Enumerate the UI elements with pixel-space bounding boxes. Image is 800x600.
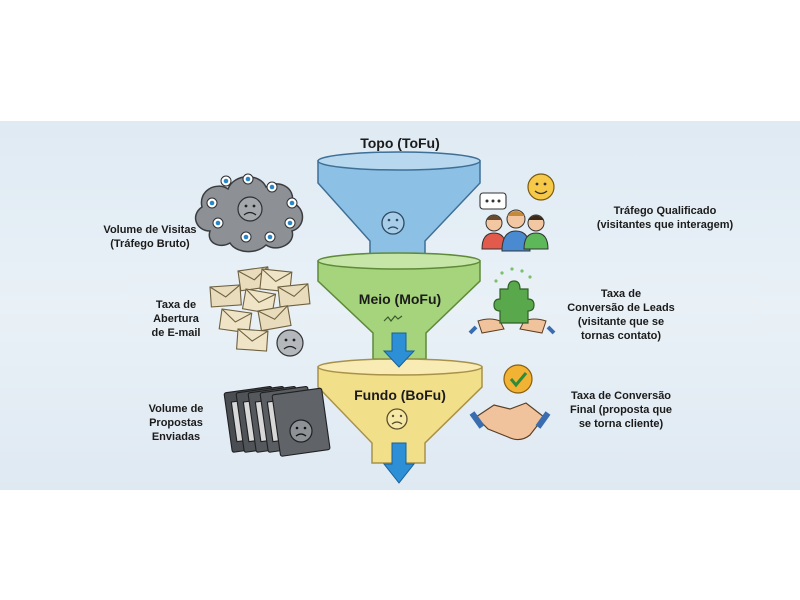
label-email-line-2: Abertura bbox=[153, 313, 199, 325]
label-email-line-3: de E-mail bbox=[151, 327, 201, 339]
middle-funnel bbox=[317, 252, 481, 360]
down-arrow-icon bbox=[382, 442, 416, 484]
label-leads-line-1: Taxa de bbox=[600, 288, 642, 300]
label-final: Taxa de Conversão Final (proposta que se… bbox=[556, 389, 686, 431]
sad-face-icon bbox=[381, 211, 405, 235]
handing-puzzle-icon bbox=[468, 267, 556, 335]
proposal-stack-icon bbox=[223, 386, 331, 457]
label-proposals-line-2: Propostas bbox=[149, 417, 203, 429]
label-visits-line-2: (Tráfego Bruto) bbox=[110, 238, 190, 250]
chat-people-icon bbox=[479, 173, 555, 252]
envelopes-icon bbox=[209, 266, 311, 352]
label-proposals: Volume de Propostas Enviadas bbox=[138, 402, 214, 444]
label-leads: Taxa de Conversão de Leads (visitante qu… bbox=[556, 287, 686, 343]
label-qualified-line-2: (visitantes que interagem) bbox=[596, 219, 734, 231]
label-visits: Volume de Visitas (Tráfego Bruto) bbox=[90, 223, 210, 251]
label-leads-line-4: tornas contato) bbox=[580, 330, 662, 342]
down-arrow-icon bbox=[382, 332, 416, 368]
handshake-check-icon bbox=[469, 364, 551, 441]
label-email-line-1: Taxa de bbox=[155, 299, 197, 311]
label-email: Taxa de Abertura de E-mail bbox=[140, 298, 212, 340]
stage-middle-label: Meio (MoFu) bbox=[358, 291, 442, 307]
label-proposals-line-1: Volume de bbox=[148, 403, 204, 415]
label-qualified-line-1: Tráfego Qualificado bbox=[613, 205, 717, 217]
label-leads-line-3: (visitante que se bbox=[577, 316, 665, 328]
label-final-line-1: Taxa de Conversão bbox=[570, 390, 672, 402]
label-visits-line-1: Volume de Visitas bbox=[103, 224, 197, 236]
sad-face-icon bbox=[289, 419, 313, 443]
storm-cloud-icon bbox=[194, 173, 304, 253]
sad-face-icon bbox=[386, 408, 408, 430]
funnel-graphic bbox=[194, 151, 556, 484]
diagram-panel: Topo (ToFu) Meio (MoFu) Fundo (BoFu) Vol… bbox=[0, 121, 800, 490]
label-final-line-3: se torna cliente) bbox=[578, 418, 664, 430]
scribble-icon bbox=[383, 315, 403, 322]
label-leads-line-2: Conversão de Leads bbox=[567, 302, 675, 314]
sad-face-icon bbox=[276, 329, 304, 357]
label-qualified: Tráfego Qualificado (visitantes que inte… bbox=[580, 204, 750, 232]
stage-top-label: Topo (ToFu) bbox=[360, 135, 440, 151]
label-final-line-2: Final (proposta que bbox=[569, 404, 673, 416]
stage-bottom-label: Fundo (BoFu) bbox=[354, 387, 446, 403]
label-proposals-line-3: Enviadas bbox=[151, 431, 201, 443]
